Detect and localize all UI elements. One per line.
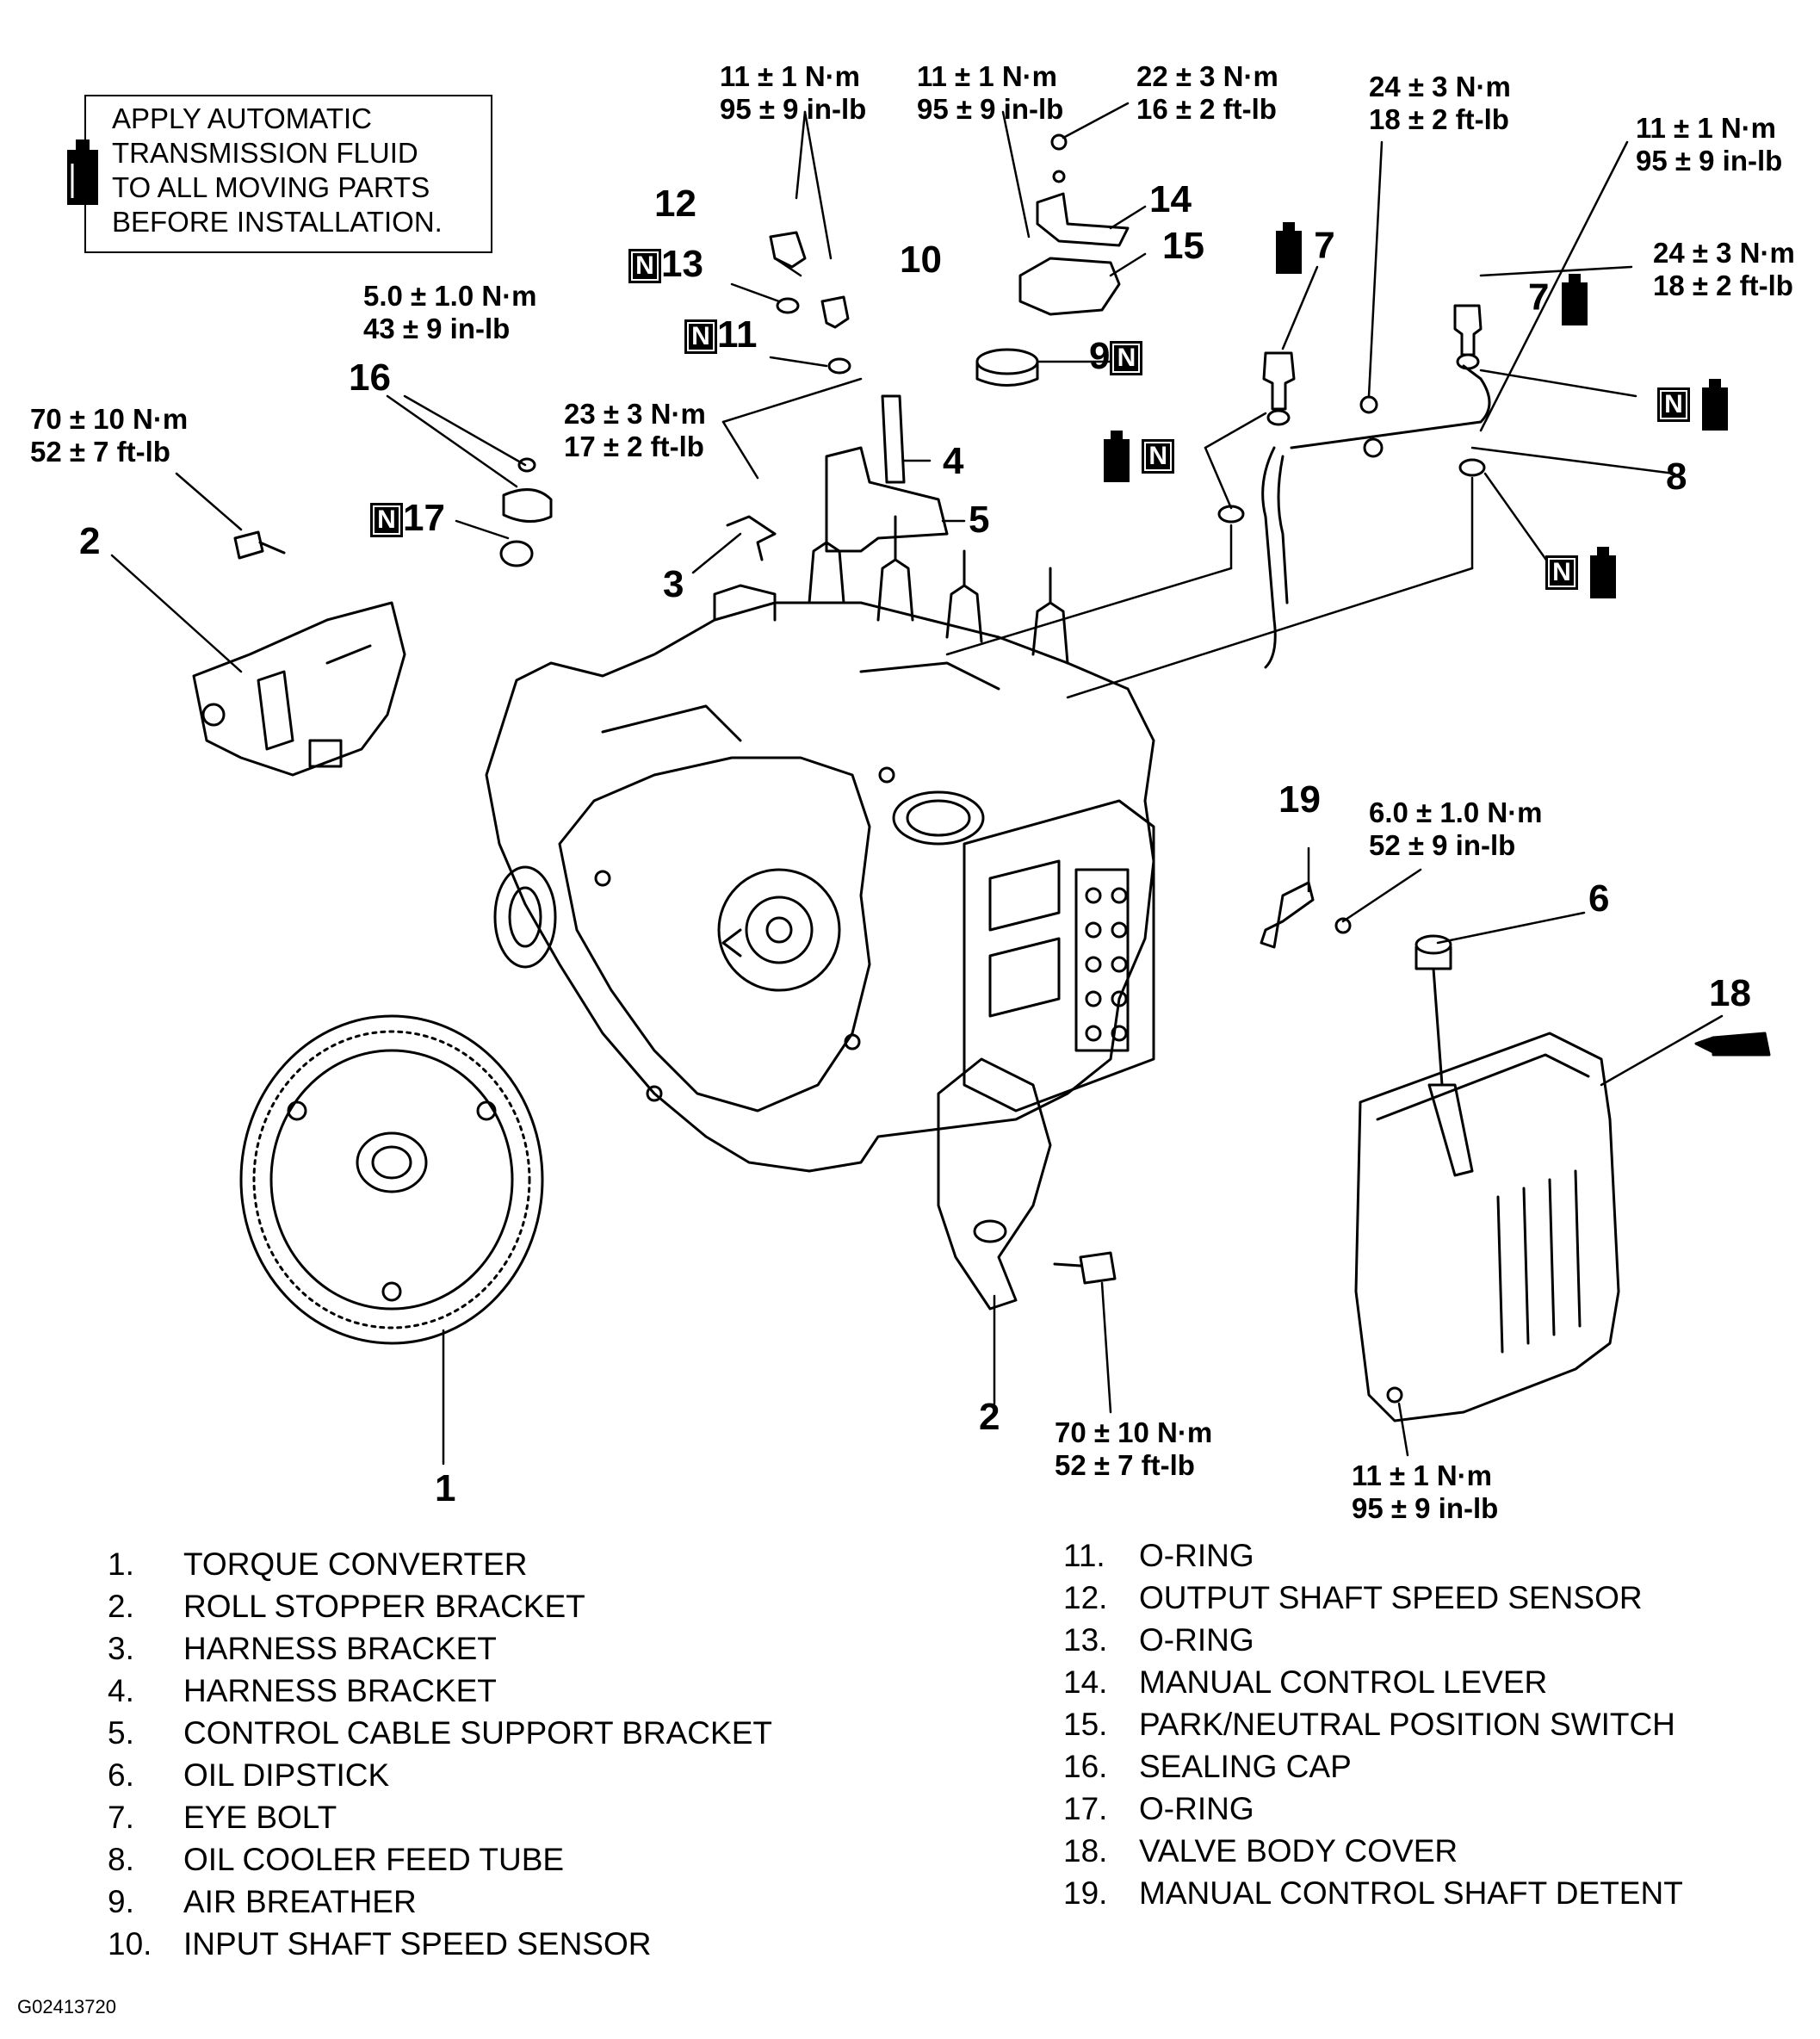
fluid-bottle-icon bbox=[1104, 431, 1130, 482]
new-part-badge: N bbox=[684, 319, 717, 355]
legend-item: 4.HARNESS BRACKET bbox=[108, 1673, 497, 1708]
legend-item: 16.SEALING CAP bbox=[1063, 1749, 1352, 1784]
legend-item: 8.OIL COOLER FEED TUBE bbox=[108, 1842, 565, 1877]
new-part-left-oring: N bbox=[1102, 431, 1175, 482]
callout-7: 7 bbox=[1274, 222, 1335, 274]
legend-item: 11.O-RING bbox=[1063, 1538, 1254, 1573]
callout-2-upper: 2 bbox=[79, 520, 101, 562]
output-shaft-speed-sensor bbox=[769, 231, 807, 269]
valve-body-bolts bbox=[1085, 887, 1128, 1042]
legend-item: 1.TORQUE CONVERTER bbox=[108, 1546, 528, 1582]
callout-3: 3 bbox=[663, 563, 684, 605]
eye-bolt-right bbox=[1453, 304, 1483, 356]
fluid-bottle-icon bbox=[1702, 379, 1729, 431]
legend-item: 3.HARNESS BRACKET bbox=[108, 1631, 497, 1666]
new-part-badge: N bbox=[1110, 341, 1143, 376]
callout-8: 8 bbox=[1666, 456, 1687, 498]
legend-item: 5.CONTROL CABLE SUPPORT BRACKET bbox=[108, 1715, 772, 1751]
valve-body-cover bbox=[1354, 1032, 1620, 1422]
legend-item: 10.INPUT SHAFT SPEED SENSOR bbox=[108, 1926, 652, 1962]
callout-2-lower: 2 bbox=[979, 1396, 1000, 1438]
oil-dipstick bbox=[1415, 934, 1474, 1177]
harness-bracket-4 bbox=[881, 394, 906, 484]
legend-item: 9.AIR BREATHER bbox=[108, 1884, 417, 1919]
manual-control-shaft-detent bbox=[1260, 881, 1315, 949]
legend-item: 13.O-RING bbox=[1063, 1622, 1254, 1658]
fluid-bottle-icon bbox=[1561, 274, 1588, 325]
callout-18: 18 bbox=[1709, 972, 1751, 1014]
new-part-lower-oring: N bbox=[1545, 547, 1618, 598]
note-text: APPLY AUTOMATIC TRANSMISSION FLUID TO AL… bbox=[112, 102, 443, 239]
control-cable-support-bracket bbox=[825, 446, 949, 553]
new-part-right-oring: N bbox=[1657, 379, 1730, 431]
callout-7-right: 7 bbox=[1528, 274, 1589, 325]
figure-id: G02413720 bbox=[17, 1996, 116, 2017]
fluid-bottle-icon bbox=[1276, 222, 1302, 274]
note-line: TRANSMISSION FLUID bbox=[112, 137, 418, 169]
transmission-case bbox=[485, 515, 1155, 1173]
new-part-badge: N bbox=[1142, 439, 1175, 474]
callout-5: 5 bbox=[969, 499, 990, 541]
callout-1: 1 bbox=[435, 1467, 456, 1509]
oil-cooler-feed-tube bbox=[1261, 364, 1491, 669]
new-part-badge: N bbox=[1545, 555, 1578, 590]
legend-item: 14.MANUAL CONTROL LEVER bbox=[1063, 1664, 1548, 1700]
callout-14: 14 bbox=[1149, 178, 1192, 220]
callout-15: 15 bbox=[1162, 225, 1204, 267]
legend-item: 19.MANUAL CONTROL SHAFT DETENT bbox=[1063, 1875, 1683, 1911]
manual-control-lever bbox=[1036, 192, 1130, 247]
legend-item: 7.EYE BOLT bbox=[108, 1800, 337, 1835]
fluid-bottle-icon bbox=[67, 139, 98, 205]
new-part-badge: N bbox=[370, 503, 403, 538]
air-breather bbox=[975, 348, 1039, 375]
note-line: TO ALL MOVING PARTS bbox=[112, 171, 430, 203]
note-line: APPLY AUTOMATIC bbox=[112, 102, 372, 134]
new-part-badge: N bbox=[628, 249, 661, 284]
sealing-cap bbox=[502, 488, 553, 523]
roll-stopper-bracket-upper bbox=[192, 601, 406, 777]
torque-converter bbox=[239, 1014, 544, 1345]
fluid-bottle-icon bbox=[1590, 547, 1617, 598]
callout-10: 10 bbox=[900, 239, 942, 281]
legend-item: 6.OIL DIPSTICK bbox=[108, 1757, 390, 1793]
legend-item: 2.ROLL STOPPER BRACKET bbox=[108, 1589, 585, 1624]
note-line: BEFORE INSTALLATION. bbox=[112, 206, 443, 238]
roll-stopper-bracket-lower bbox=[937, 1057, 1052, 1311]
callout-4: 4 bbox=[943, 440, 964, 482]
legend-item: 17.O-RING bbox=[1063, 1791, 1254, 1826]
callout-6: 6 bbox=[1588, 877, 1610, 920]
callout-12: 12 bbox=[654, 183, 696, 225]
eye-bolt-left bbox=[1262, 351, 1296, 411]
legend-item: 15.PARK/NEUTRAL POSITION SWITCH bbox=[1063, 1707, 1675, 1742]
input-shaft-speed-sensor bbox=[820, 295, 850, 329]
park-neutral-position-switch bbox=[1018, 257, 1121, 316]
callout-19: 19 bbox=[1278, 778, 1321, 821]
leader-lines bbox=[110, 102, 1724, 1466]
legend-item: 18.VALVE BODY COVER bbox=[1063, 1833, 1458, 1869]
legend-item: 12.OUTPUT SHAFT SPEED SENSOR bbox=[1063, 1580, 1643, 1615]
callout-16: 16 bbox=[349, 356, 391, 399]
harness-bracket-3 bbox=[726, 515, 777, 561]
new-part-badge: N bbox=[1657, 387, 1690, 422]
